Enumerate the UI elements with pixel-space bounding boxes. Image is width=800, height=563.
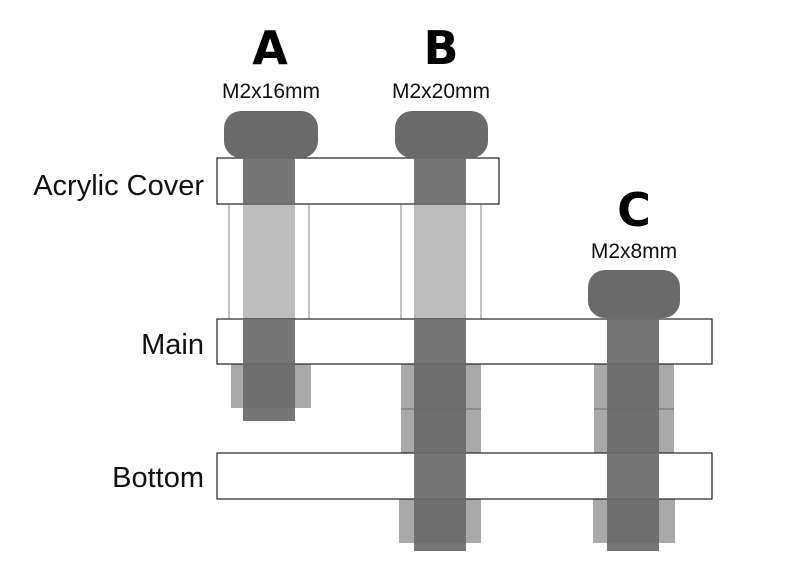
screw-a-size: M2x16mm (222, 80, 320, 103)
screw-c-shaft (607, 317, 659, 551)
screw-b-size: M2x20mm (392, 80, 490, 103)
layer-label-main: Main (141, 329, 204, 361)
screw-a-head (224, 111, 318, 158)
screw-heads (224, 111, 680, 318)
screw-c-letter: C (617, 183, 651, 237)
screw-a-shaft-lower (243, 319, 295, 421)
screw-a-letter: A (252, 21, 288, 75)
screw-b-shaft-in-acrylic (414, 158, 466, 205)
screw-b-shaft-light (414, 205, 466, 319)
screw-b-shaft-lower (414, 319, 466, 551)
layer-label-acrylic-cover: Acrylic Cover (33, 170, 204, 202)
screw-a-shaft-in-acrylic (243, 158, 295, 205)
screw-shafts-dark (243, 158, 659, 551)
screw-c-head (588, 270, 680, 318)
screw-b-head (395, 111, 488, 158)
screw-a-shaft-light (243, 205, 295, 319)
screw-c-size: M2x8mm (591, 240, 677, 263)
standoffs-acrylic-to-main (228, 205, 482, 319)
layer-label-bottom: Bottom (112, 462, 204, 494)
screw-b-letter: B (423, 21, 458, 75)
